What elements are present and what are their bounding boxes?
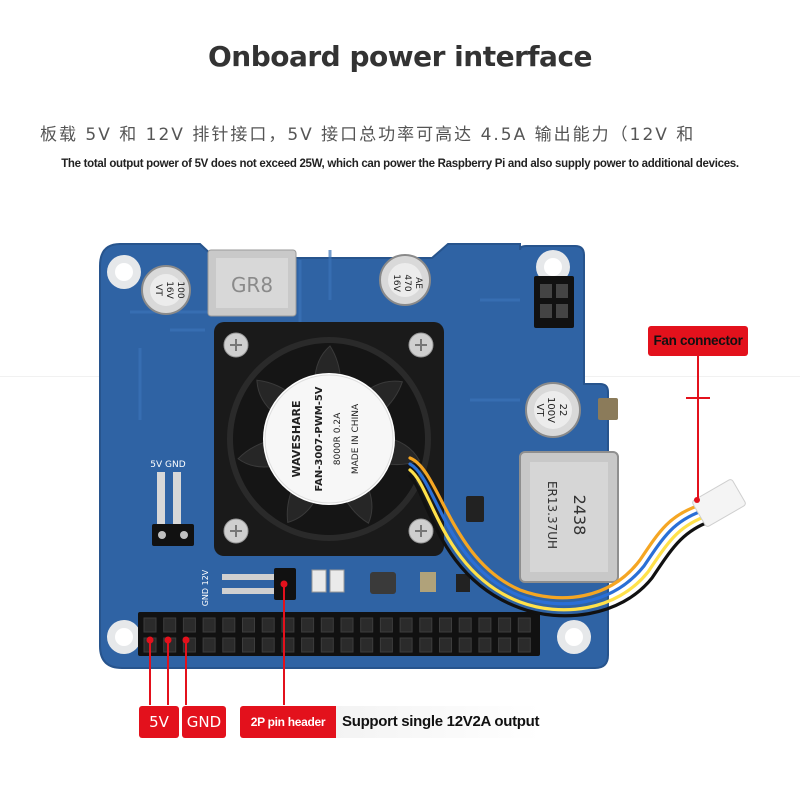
transformer-code: 2438 [570, 495, 589, 536]
gpio-pin [202, 637, 216, 653]
screw [223, 518, 249, 544]
gpio-pin [458, 617, 472, 633]
subtitle-chinese: 板载 5V 和 12V 排针接口，5V 接口总功率可高达 4.5A 输出能力（1… [40, 125, 696, 145]
fan-spec: 8000R 0.2A [333, 412, 343, 465]
gpio-pin [498, 637, 512, 653]
gpio-pin [182, 617, 196, 633]
pin-header-label: 2P pin header [240, 706, 336, 738]
gpio-pin [439, 617, 452, 633]
gpio-pin [242, 617, 255, 633]
subtitle-english: The total output power of 5V does not ex… [61, 158, 739, 170]
mounting-hole [107, 255, 141, 289]
inductor: GR8 [207, 249, 297, 317]
gpio-pin [340, 637, 354, 653]
mounting-hole [536, 250, 570, 284]
gpio-pin [360, 637, 374, 653]
screw [408, 518, 434, 544]
gpio-pin [202, 617, 216, 633]
gpio-pin [261, 637, 275, 653]
label-5v: 5V [139, 706, 179, 738]
cap-top-code: AE [413, 277, 423, 289]
cap-top-value: 470 [402, 274, 412, 291]
gpio-pin [478, 617, 492, 633]
capacitor-top: 470 16V AE [379, 254, 431, 306]
gpio-pin [301, 617, 315, 633]
transformer: 2438 ER13.37UH [519, 451, 619, 583]
fan-wires [408, 456, 708, 618]
cap-left-value: 100 [175, 281, 185, 298]
gpio-pin [399, 617, 413, 633]
gpio-pin [301, 637, 315, 653]
mounting-hole [557, 620, 591, 654]
fan-brand: WAVESHARE [290, 400, 303, 477]
page-title: Onboard power interface [207, 40, 593, 73]
vertical-pin-header [152, 472, 194, 546]
cooling-fan: WAVESHARE FAN-3007-PWM-5V 8000R 0.2A MAD… [214, 322, 444, 556]
gpio-pin [458, 637, 472, 653]
gpio-pin [478, 637, 492, 653]
fan-connector-label: Fan connector [648, 326, 748, 356]
gpio-pin [419, 617, 433, 633]
silk-5v-gnd: 5V GND [150, 460, 185, 470]
gpio-pin [379, 637, 393, 653]
label-gnd: GND [182, 706, 226, 738]
gpio-pin [222, 617, 236, 633]
mounting-hole [107, 620, 141, 654]
gpio-pin [517, 637, 531, 653]
fan-plug [692, 479, 746, 527]
cap-right-voltage: 100V [545, 397, 556, 423]
gpio-pin [340, 617, 354, 633]
transformer-type: ER13.37UH [545, 481, 559, 549]
cap-top-voltage: 16V [391, 274, 401, 292]
fan-origin: MADE IN CHINA [351, 403, 361, 474]
capacitor-left: 100 16V VT [141, 265, 191, 315]
screw [408, 332, 434, 358]
cap-right-value: 22 [557, 404, 568, 417]
cap-left-code: VT [153, 284, 163, 296]
capacitor-right: 22 100V VT [525, 382, 581, 438]
gpio-pin [517, 617, 531, 633]
gpio-pin [261, 617, 275, 633]
gpio-pin [143, 617, 157, 633]
cap-right-code: VT [534, 404, 545, 418]
cap-left-voltage: 16V [164, 281, 174, 299]
gpio-pin [360, 617, 374, 633]
gpio-pin [163, 617, 177, 633]
silk-gnd-12v: GND 12V [201, 569, 210, 606]
fan-pwm-header [534, 276, 574, 328]
gpio-pin [222, 637, 236, 653]
gpio-pin [320, 637, 334, 653]
fan-model: FAN-3007-PWM-5V [314, 386, 325, 491]
callout-line-fan [686, 356, 710, 502]
gpio-pin [379, 617, 393, 633]
gpio-pin [419, 637, 433, 653]
gpio-pin [498, 617, 512, 633]
gpio-pin [242, 637, 255, 653]
pin-header-description: Support single 12V2A output [336, 706, 540, 738]
gpio-pin [399, 637, 413, 653]
gpio-pin [439, 637, 452, 653]
screw [223, 332, 249, 358]
gpio-pin [320, 617, 334, 633]
inductor-marking: GR8 [231, 273, 273, 297]
